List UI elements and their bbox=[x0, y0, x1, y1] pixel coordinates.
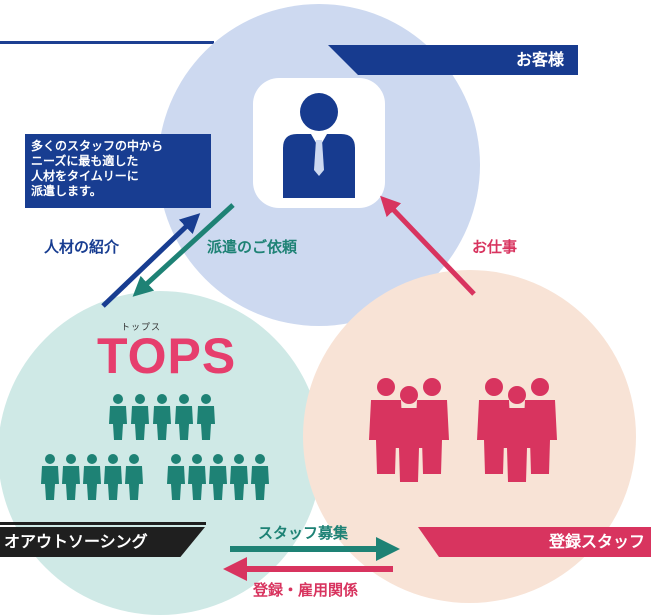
staff-label: 登録スタッフ bbox=[548, 532, 645, 551]
businessman-icon bbox=[253, 78, 385, 208]
request-label: 派遣のご依頼 bbox=[207, 238, 298, 256]
tops-ruby: トップス bbox=[121, 323, 162, 333]
info-box: 多くのスタッフの中から ニーズに最も適した 人材をタイムリーに 派遣します。 bbox=[25, 134, 211, 208]
recruit-label: スタッフ募集 bbox=[258, 524, 349, 542]
info-line: ニーズに最も適した bbox=[31, 154, 139, 168]
registered-staff-icon bbox=[369, 378, 557, 482]
client-banner: お客様 bbox=[328, 45, 578, 75]
client-label: お客様 bbox=[515, 50, 564, 69]
info-line: 派遣します。 bbox=[31, 184, 102, 198]
bottom-rule bbox=[0, 522, 206, 525]
introduction-arrow bbox=[101, 213, 201, 308]
work-label: お仕事 bbox=[472, 238, 518, 256]
diagram: お客様 多くのスタッフの中から ニーズに最も適した 人材をタイムリーに 派遣しま… bbox=[0, 4, 651, 615]
flow-arrows bbox=[101, 195, 476, 581]
work-arrow bbox=[380, 195, 476, 296]
info-line: 多くのスタッフの中から bbox=[31, 139, 164, 153]
tops-logo: TOPS bbox=[97, 328, 237, 384]
request-arrow bbox=[132, 203, 235, 297]
introduction-label: 人材の紹介 bbox=[44, 238, 120, 256]
info-line: 人材をタイムリーに bbox=[31, 169, 139, 183]
tops-circle bbox=[0, 291, 322, 615]
outsourcing-label: オアウトソーシング bbox=[4, 532, 148, 551]
staff-group-icon bbox=[41, 394, 269, 500]
register-label: 登録・雇用関係 bbox=[253, 581, 359, 599]
staff-banner: 登録スタッフ bbox=[418, 527, 651, 557]
outsourcing-banner: オアウトソーシング bbox=[0, 527, 205, 557]
top-rule bbox=[0, 41, 214, 44]
